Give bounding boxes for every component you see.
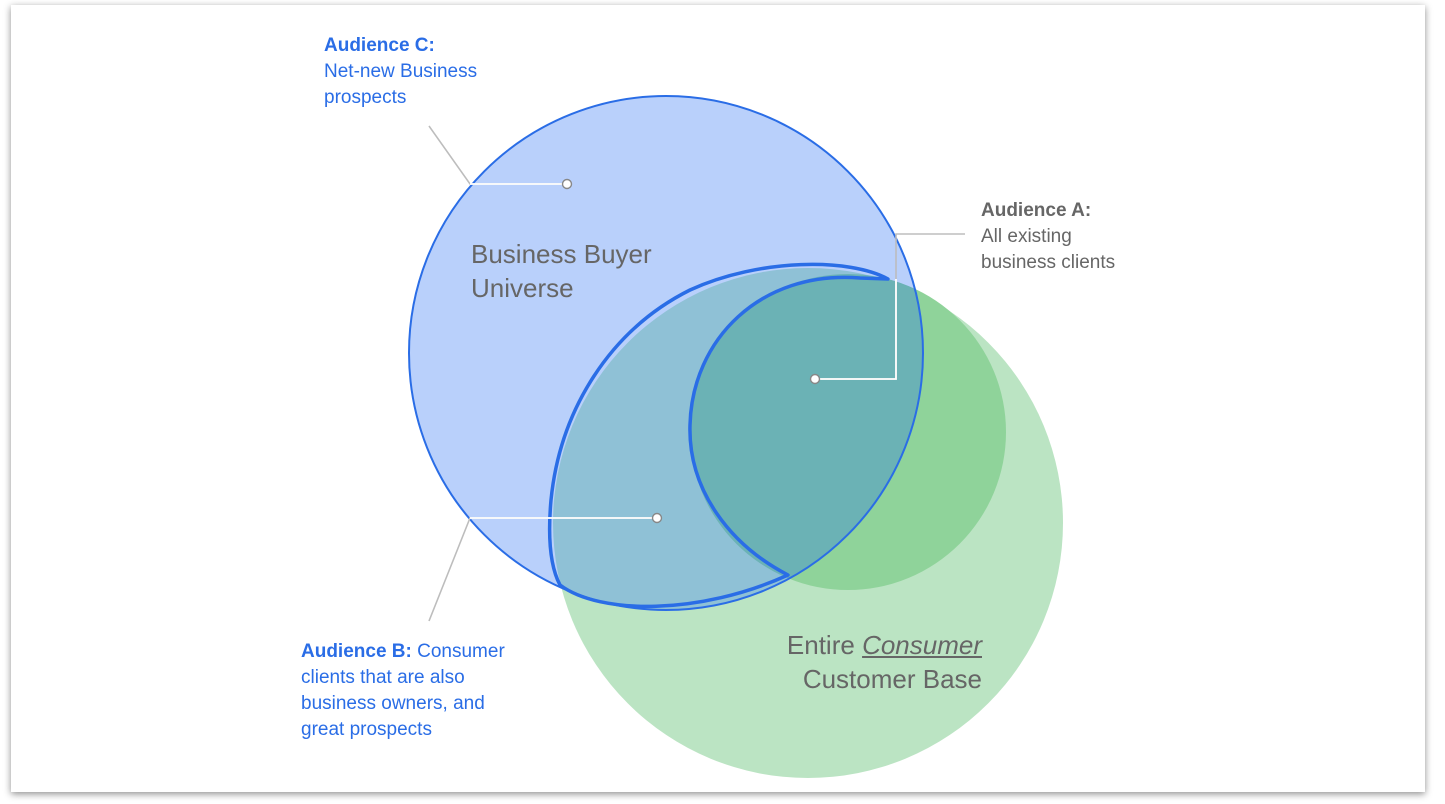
business-universe-line-1: Business Buyer: [471, 239, 652, 269]
audience-c-marker: [561, 178, 573, 190]
audience-b-line-3: business owners, and: [301, 693, 485, 714]
consumer-base-emphasis: Consumer: [862, 630, 982, 660]
audience-c-label: Audience C: Net-new Business prospects: [324, 33, 477, 111]
audience-b-label: Audience B: Consumer clients that are al…: [301, 639, 505, 743]
audience-c-heading: Audience C:: [324, 35, 435, 56]
business-universe-label: Business Buyer Universe: [471, 237, 652, 305]
consumer-base-prefix: Entire: [786, 630, 863, 660]
audience-b-heading: Audience B:: [301, 641, 412, 662]
audience-b-marker: [651, 512, 663, 524]
business-universe-outline: [408, 95, 924, 611]
consumer-base-line-2: Customer Base: [802, 664, 982, 694]
audience-c-line-1: Net-new Business: [324, 61, 478, 82]
audience-a-line-2: business clients: [981, 252, 1116, 273]
audience-a-line-1: All existing: [981, 226, 1072, 247]
audience-b-line-2: clients that are also: [301, 667, 465, 688]
core-overlap-region: [690, 274, 923, 590]
audience-b-line-4: great prospects: [301, 719, 432, 740]
business-universe-line-2: Universe: [471, 273, 574, 303]
consumer-base-label: Entire Consumer Customer Base: [700, 628, 982, 696]
audience-a-marker: [809, 373, 821, 385]
audience-a-heading: Audience A:: [981, 200, 1092, 221]
audience-a-label: Audience A: All existing business client…: [981, 198, 1115, 276]
audience-c-line-2: prospects: [324, 87, 407, 108]
audience-b-line-1-rest: Consumer: [411, 641, 505, 662]
audience-a-leader-inner: [815, 279, 897, 380]
audience-b-outline: [547, 262, 890, 609]
